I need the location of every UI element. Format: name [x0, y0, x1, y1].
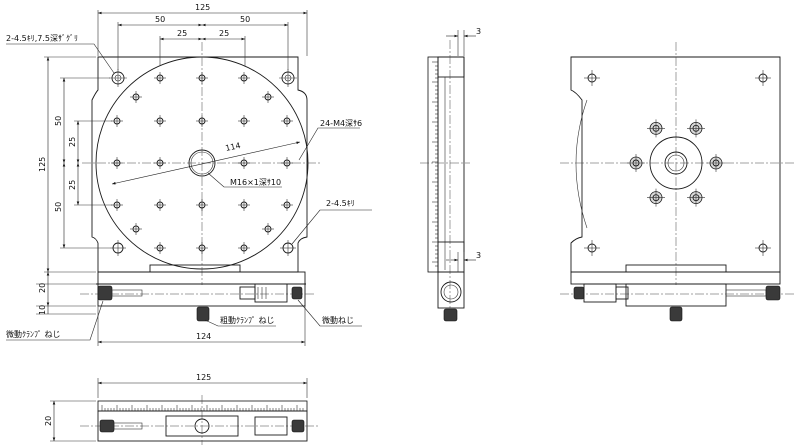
back-clamp-knob[interactable]: [765, 285, 781, 301]
counterbore-hole: [279, 69, 297, 87]
dim-half-right: 50: [240, 15, 250, 24]
tapped-hole: [130, 223, 142, 235]
back-corner-hole: [584, 240, 600, 256]
dim-overall-width: 125: [195, 3, 210, 12]
back-hole: [647, 188, 665, 207]
dim-base-width: 124: [196, 332, 211, 341]
dim-v-25-bottom: 25: [68, 180, 77, 190]
back-corner-hole: [584, 70, 600, 86]
tapped-hole: [262, 91, 274, 103]
back-hole: [707, 154, 725, 172]
coarse-clamp-knob[interactable]: [196, 306, 210, 322]
side-view: 3 3: [420, 27, 481, 322]
dim-bottom-width: 125: [196, 373, 211, 382]
tapped-hole: [111, 115, 123, 127]
tapped-hole: [281, 115, 293, 127]
back-hole: [627, 154, 645, 172]
label-coarse-clamp: 粗動ｸﾗﾝﾌﾟ ねじ: [220, 315, 275, 325]
fine-screw-knob[interactable]: [291, 286, 303, 300]
tapped-hole: [238, 199, 250, 211]
counterbore-hole: [109, 69, 127, 87]
back-corner-hole: [755, 240, 771, 256]
tapped-hole: [154, 72, 166, 84]
fine-clamp-knob[interactable]: [97, 285, 113, 301]
note-through: 2-4.5ｷﾘ: [326, 199, 355, 208]
pcd-dimension-line: [111, 141, 301, 185]
tapped-hole: [154, 115, 166, 127]
tapped-hole: [238, 72, 250, 84]
dim-overall-height: 125: [38, 157, 47, 172]
tapped-hole: [238, 157, 250, 169]
tapped-hole: [196, 199, 208, 211]
dim-height-20: 20: [38, 283, 47, 293]
dim-bottom-height: 20: [44, 416, 53, 426]
dim-v-50-bottom: 50: [54, 202, 63, 212]
tapped-hole: [130, 91, 142, 103]
front-view: 114 M16×1深ｻ10 24-M4深ｻ6 2-4.5ｷﾘ 2-4.5ｷﾘ,7…: [6, 3, 372, 346]
tapped-hole: [281, 157, 293, 169]
back-hole: [687, 119, 705, 138]
bottom-view: 125 20: [44, 373, 320, 445]
bottom-scale-ticks: [101, 405, 304, 411]
tapped-hole: [154, 242, 166, 254]
note-center-thread: M16×1深ｻ10: [230, 178, 281, 187]
dim-half-left: 50: [155, 15, 165, 24]
back-hole-pattern: [584, 70, 771, 256]
back-micrometer-knob[interactable]: [573, 286, 585, 300]
note-counterbore: 2-4.5ｷﾘ,7.5深ｻﾞｸﾞﾘ: [6, 34, 78, 43]
back-corner-hole: [755, 70, 771, 86]
stage-base: [97, 271, 306, 285]
label-fine-clamp: 微動ｸﾗﾝﾌﾟ ねじ: [6, 329, 61, 339]
side-scale-ticks: [432, 61, 438, 267]
note-tapped: 24-M4深ｻ6: [320, 119, 362, 128]
side-clamp-knob[interactable]: [443, 308, 458, 322]
label-fine-screw: 微動ねじ: [322, 315, 354, 325]
tapped-hole: [262, 223, 274, 235]
dim-quarter-left: 25: [177, 29, 187, 38]
back-plate-outline: [570, 56, 781, 273]
dim-pcd: 114: [225, 141, 242, 153]
bottom-fine-screw-knob[interactable]: [291, 419, 305, 433]
bottom-scale: [97, 400, 308, 412]
side-scale-plate: [427, 56, 439, 273]
dim-v-50-top: 50: [54, 116, 63, 126]
dim-v-25-top: 25: [68, 137, 77, 147]
through-hole: [110, 240, 126, 256]
dim-bottom-3: 3: [476, 251, 481, 260]
back-coarse-knob[interactable]: [669, 306, 683, 322]
tapped-hole: [196, 242, 208, 254]
through-hole: [280, 240, 296, 256]
micrometer-body: [239, 286, 256, 300]
tapped-hole: [281, 199, 293, 211]
tapped-hole: [111, 157, 123, 169]
tapped-hole: [238, 242, 250, 254]
tapped-hole: [196, 72, 208, 84]
tapped-hole: [196, 115, 208, 127]
tapped-hole: [154, 199, 166, 211]
dim-quarter-right: 25: [219, 29, 229, 38]
tapped-hole: [154, 157, 166, 169]
back-hole: [647, 119, 665, 138]
bottom-fine-clamp-knob[interactable]: [99, 419, 115, 433]
back-hole: [687, 188, 705, 207]
tapped-hole: [111, 199, 123, 211]
back-view: [560, 42, 795, 322]
dim-height-10: 10: [38, 305, 47, 315]
dim-top-3: 3: [476, 27, 481, 36]
tapped-hole: [238, 115, 250, 127]
